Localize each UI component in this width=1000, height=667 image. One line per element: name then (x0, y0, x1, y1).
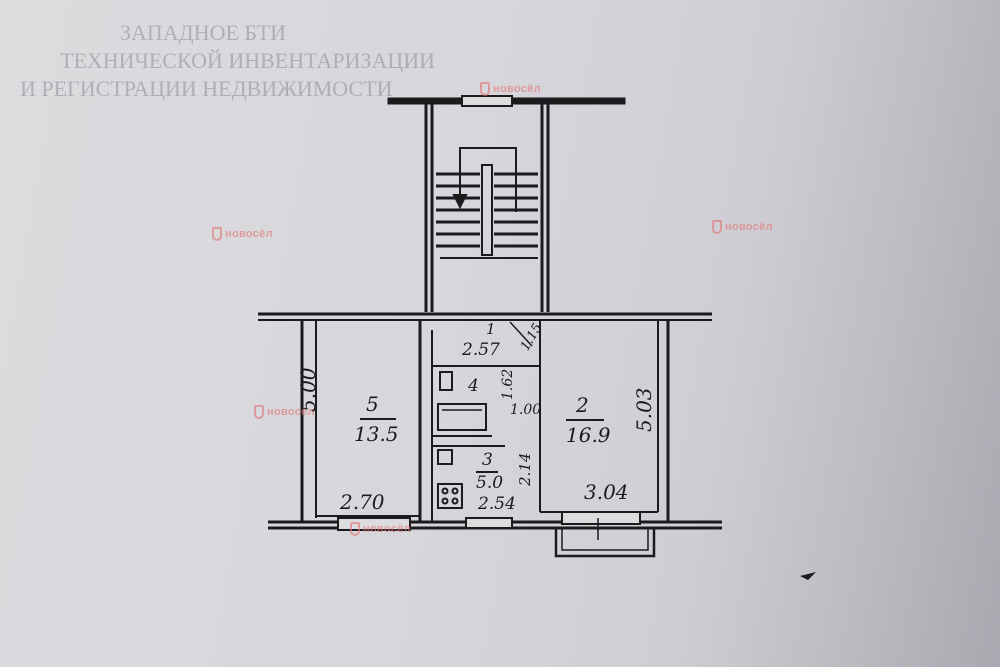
house-logo-icon (212, 227, 222, 241)
corridor-diag (509, 321, 533, 347)
window-room2 (561, 511, 641, 525)
room-1-area: 2.57 (462, 340, 500, 360)
window-kitchen (465, 517, 513, 529)
room-5-width: 2.70 (340, 490, 385, 514)
window-room5 (337, 517, 411, 531)
room-4-number: 4 (468, 376, 479, 396)
watermark-2: новосёл (480, 82, 541, 96)
stove (437, 483, 463, 509)
room-3-divider (476, 471, 498, 473)
room-2-width: 3.04 (584, 480, 629, 504)
room-5-length: 5.00 (296, 367, 320, 412)
corridor-dim-b: 1.62 (500, 368, 516, 400)
watermark-1: новосёл (212, 227, 273, 241)
corridor-dim-c: 1.00 (510, 402, 542, 418)
bathtub (437, 403, 487, 431)
room-2-length: 5.03 (632, 387, 656, 432)
fixtures (437, 371, 487, 509)
house-logo-icon (480, 82, 490, 96)
header-line-3: И РЕГИСТРАЦИИ НЕДВИЖИМОСТИ (20, 76, 393, 101)
stray-mark (800, 572, 816, 580)
room-3-width: 2.54 (478, 494, 516, 514)
windows (337, 95, 641, 531)
header-line-1: ЗАПАДНОЕ БТИ (120, 20, 287, 45)
house-logo-icon (350, 522, 360, 536)
house-logo-icon (254, 405, 264, 419)
toilet (439, 371, 453, 391)
room-2-number: 2 (576, 393, 589, 417)
room-2-divider (566, 419, 604, 421)
room-3-area: 5.0 (476, 473, 504, 493)
room-5-number: 5 (366, 392, 379, 416)
header-line-2: ТЕХНИЧЕСКОЙ ИНВЕНТАРИЗАЦИИ (60, 48, 436, 73)
watermark-5: новосёл (350, 522, 411, 536)
room-5-divider (360, 418, 396, 420)
room-3-number: 3 (482, 450, 493, 470)
room-3-length: 2.14 (516, 452, 534, 486)
stair-arrows (440, 147, 538, 259)
house-logo-icon (712, 220, 722, 234)
room-2-area: 16.9 (566, 423, 611, 447)
room-5-area: 13.5 (354, 422, 399, 446)
room-1-number: 1 (486, 320, 496, 338)
watermark-3: новосёл (712, 220, 773, 234)
balcony (554, 518, 656, 558)
window-stair (461, 95, 513, 107)
watermark-4: новосёл (254, 405, 315, 419)
staircase (436, 172, 538, 248)
sink (437, 449, 453, 465)
